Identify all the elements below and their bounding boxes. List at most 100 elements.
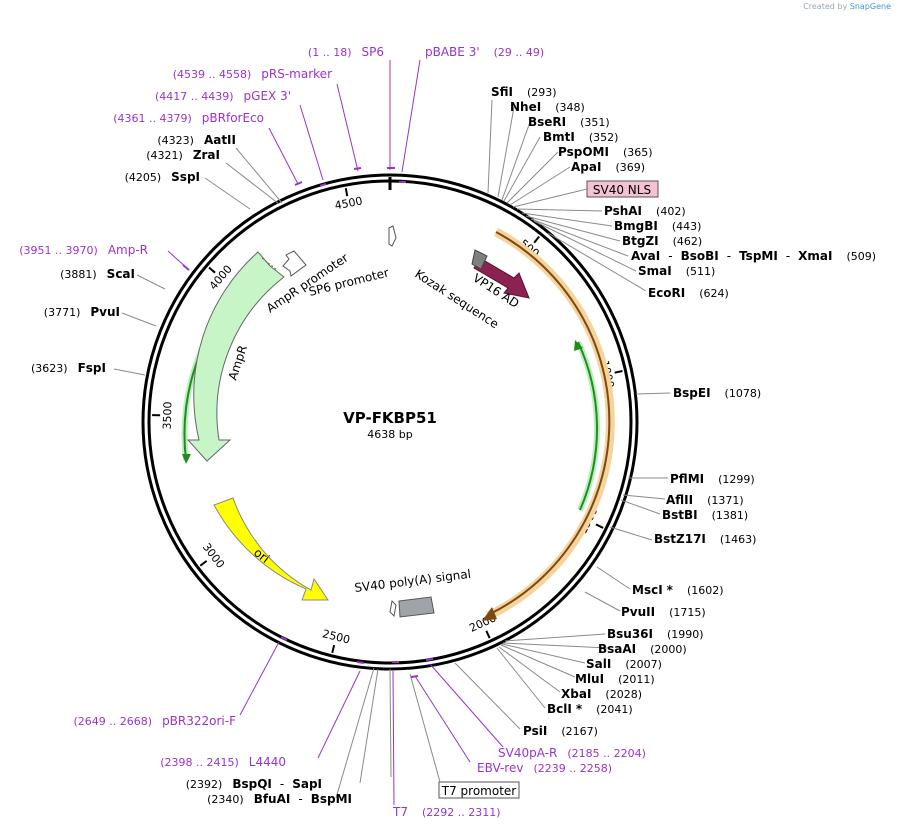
svg-text:SalI(2007): SalI(2007) — [586, 657, 662, 671]
enzyme-bseri: BseRI — [528, 115, 566, 129]
primer-sv40pa-r: SV40pA-R — [498, 746, 557, 760]
svg-text:NheI(348): NheI(348) — [510, 100, 585, 114]
ampr-split — [261, 257, 278, 271]
t7-promoter-box — [438, 781, 520, 799]
enzyme-bsaai: BsaAI — [598, 642, 636, 656]
scale-tick — [595, 523, 604, 529]
primer-pbrforeco: pBRforEco — [202, 111, 264, 125]
ampr-feature — [186, 251, 285, 462]
snapgene-credit: Created by SnapGene — [803, 2, 891, 11]
ori-feature — [213, 497, 329, 601]
svg-text:BmgBI(443): BmgBI(443) — [614, 219, 701, 233]
svg-text:ApaI(369): ApaI(369) — [571, 160, 645, 174]
primer-ebv-rev: EBV-rev — [477, 761, 523, 775]
left-primer-arrowhead — [182, 454, 191, 464]
enzyme-labels-right: SfiI(293) NheI(348) BseRI(351) BmtI(352)… — [491, 85, 876, 738]
kozak-feature — [471, 249, 488, 270]
enzyme-msci: MscI — [632, 583, 663, 597]
svg-text:XbaI(2028): XbaI(2028) — [561, 687, 642, 701]
orange-feature-arrowhead — [482, 607, 497, 621]
enzyme-bspei: BspEI — [673, 386, 711, 400]
svg-text:EBV-rev(2239 .. 2258): EBV-rev(2239 .. 2258) — [477, 761, 612, 775]
scale-tick-label: 2500 — [321, 627, 351, 646]
svg-text:BstZ17I(1463): BstZ17I(1463) — [654, 532, 756, 546]
label-sv40pa: SV40 poly(A) signal — [354, 567, 472, 595]
scale-tick-label: 4500 — [334, 194, 364, 212]
svg-text:AvaI-BsoBI-TspMI-XmaI(509): AvaI-BsoBI-TspMI-XmaI(509) — [631, 249, 876, 263]
scale-ticks — [152, 187, 623, 654]
credit-brand: SnapGene — [849, 2, 891, 11]
svg-text:SmaI(511): SmaI(511) — [638, 264, 715, 278]
leader-lines — [113, 99, 671, 799]
primer-amp-r: Amp-R — [108, 243, 148, 257]
enzyme-ecori: EcoRI — [648, 286, 685, 300]
sv40-nls-label: SV40 NLS — [593, 183, 651, 197]
svg-text:BsaAI(2000): BsaAI(2000) — [598, 642, 687, 656]
scale-tick — [331, 644, 336, 654]
svg-text:(4323)AatII: (4323)AatII — [157, 133, 236, 147]
enzyme-pspomi: PspOMI — [558, 145, 609, 159]
svg-text:MscI*(1602): MscI*(1602) — [632, 583, 724, 597]
enzyme-bstz17i: BstZ17I — [654, 532, 706, 546]
sv40pa-small-arrow — [389, 599, 397, 618]
enzyme-scai: ScaI — [107, 267, 135, 281]
primer-prs: pRS-marker — [261, 67, 332, 81]
primer-pbabe: pBABE 3' — [425, 45, 480, 59]
svg-text:BseRI(351): BseRI(351) — [528, 115, 610, 129]
svg-text:T7(2292 .. 2311): T7(2292 .. 2311) — [392, 805, 501, 819]
enzyme-bmgbi: BmgBI — [614, 219, 658, 233]
primer-t7: T7 — [392, 805, 408, 819]
scale-tick — [344, 187, 349, 197]
enzyme-sali: SalI — [586, 657, 611, 671]
svg-text:BstBI(1381): BstBI(1381) — [662, 508, 748, 522]
sp6-promoter-feature — [388, 225, 397, 247]
enzyme-btgzi: BtgZI — [622, 234, 659, 248]
svg-text:(2340)BfuAI-BspMI: (2340)BfuAI-BspMI — [207, 792, 352, 806]
svg-text:PvuII(1715): PvuII(1715) — [621, 605, 706, 619]
plasmid-name: VP-FKBP51 — [343, 409, 437, 427]
svg-text:(4205)SspI: (4205)SspI — [125, 170, 200, 184]
enzyme-xbai: XbaI — [561, 687, 591, 701]
enzyme-bmti: BmtI — [543, 130, 575, 144]
svg-text:SfiI(293): SfiI(293) — [491, 85, 557, 99]
svg-text:(3771)PvuI: (3771)PvuI — [44, 305, 120, 319]
primer-l4440: L4440 — [249, 755, 286, 769]
svg-text:(3951 .. 3970)Amp-R: (3951 .. 3970)Amp-R — [19, 243, 148, 257]
primer-pgex: pGEX 3' — [244, 89, 291, 103]
enzyme-apai: ApaI — [571, 160, 601, 174]
svg-text:AflII(1371): AflII(1371) — [666, 493, 744, 507]
svg-text:(2392)BspQI-SapI: (2392)BspQI-SapI — [186, 777, 322, 791]
svg-text:MluI(2011): MluI(2011) — [575, 672, 655, 686]
svg-text:(1 .. 18)SP6: (1 .. 18)SP6 — [308, 45, 384, 59]
sv40pa-feature — [398, 596, 435, 618]
enzyme-bstbi: BstBI — [662, 508, 698, 522]
orange-feature-line — [489, 231, 611, 615]
enzyme-bspqi: BspQI — [232, 777, 272, 791]
scale-tick-label: 3000 — [200, 541, 227, 571]
svg-text:(3623)FspI: (3623)FspI — [31, 361, 106, 375]
scale-tick-label: 3500 — [161, 401, 175, 429]
enzyme-bsu36i: Bsu36I — [607, 627, 653, 641]
svg-text:EcoRI(624): EcoRI(624) — [648, 286, 729, 300]
right-primer-line — [577, 341, 598, 511]
primer-leaders — [167, 59, 504, 806]
scale-tick — [485, 630, 491, 639]
scale-tick — [199, 560, 208, 567]
svg-text:(4361 .. 4379)pBRforEco: (4361 .. 4379)pBRforEco — [113, 111, 264, 125]
svg-text:(2649 .. 2668)pBR322ori-F: (2649 .. 2668)pBR322ori-F — [74, 714, 237, 728]
svg-text:Bsu36I(1990): Bsu36I(1990) — [607, 627, 704, 641]
svg-text:(4417 .. 4439)pGEX 3': (4417 .. 4439)pGEX 3' — [155, 89, 291, 103]
svg-text:SV40pA-R(2185 .. 2204): SV40pA-R(2185 .. 2204) — [498, 746, 646, 760]
enzyme-smai: SmaI — [638, 264, 672, 278]
svg-text:(2398 .. 2415)L4440: (2398 .. 2415)L4440 — [160, 755, 286, 769]
enzyme-bfuai: BfuAI — [254, 792, 291, 806]
svg-text:(4321)ZraI: (4321)ZraI — [146, 148, 220, 162]
svg-text:PshAI(402): PshAI(402) — [604, 204, 686, 218]
enzyme-zrai: ZraI — [193, 148, 220, 162]
primer-pbr322ori-f: pBR322ori-F — [162, 714, 236, 728]
enzyme-fspi: FspI — [78, 361, 106, 375]
enzyme-pvui: PvuI — [90, 305, 120, 319]
svg-text:(4539 .. 4558)pRS-marker: (4539 .. 4558)pRS-marker — [173, 67, 332, 81]
enzyme-pshai: PshAI — [604, 204, 642, 218]
